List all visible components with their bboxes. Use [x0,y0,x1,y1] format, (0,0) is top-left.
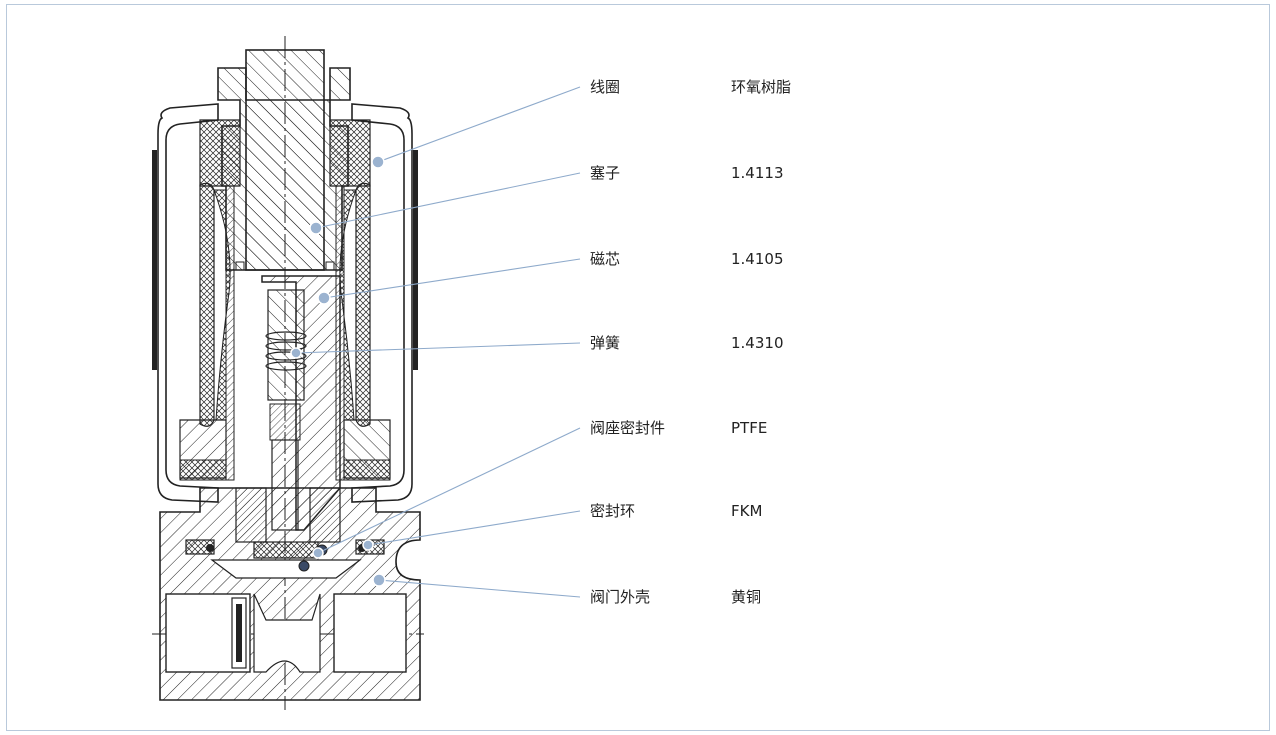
material-label-spring: 1.4310 [731,334,784,352]
material-label-coil: 环氧树脂 [731,78,792,96]
marker-dot-spring [290,347,302,359]
spring [265,331,307,371]
leader-line-plug [315,172,581,229]
part-label-core: 磁芯 [590,250,621,268]
marker-dot-seal-ring [362,539,374,551]
marker-dot-seat-seal [312,547,324,559]
part-label-seal-ring: 密封环 [590,502,636,520]
material-label-seat-seal: PTFE [731,419,768,437]
material-label-valve-housing: 黄铜 [731,588,762,606]
marker-dot-core [317,291,331,305]
marker-dot-coil [371,155,385,169]
leader-line-seal-ring [367,510,581,546]
marker-dots [290,155,386,587]
material-label-plug: 1.4113 [731,164,784,182]
valve-body [159,487,421,701]
leader-line-seat-seal [317,427,581,554]
part-label-valve-housing: 阀门外壳 [590,588,651,606]
marker-dot-valve-housing [372,573,386,587]
coil-winding [179,119,391,481]
leader-line-core [323,258,581,299]
part-label-coil: 线圈 [590,78,621,96]
plug-stopper [217,49,351,271]
marker-dot-plug [309,221,323,235]
part-label-seat-seal: 阀座密封件 [590,419,666,437]
seat-seals [185,487,385,572]
part-label-plug: 塞子 [590,164,621,182]
material-label-core: 1.4105 [731,250,784,268]
leader-line-valve-housing [378,579,581,598]
leader-line-spring [295,342,581,354]
coil-housing [152,103,418,503]
material-label-seal-ring: FKM [731,502,763,520]
leader-lines [295,86,581,598]
part-label-spring: 弹簧 [590,334,621,352]
leader-line-coil [377,86,581,163]
